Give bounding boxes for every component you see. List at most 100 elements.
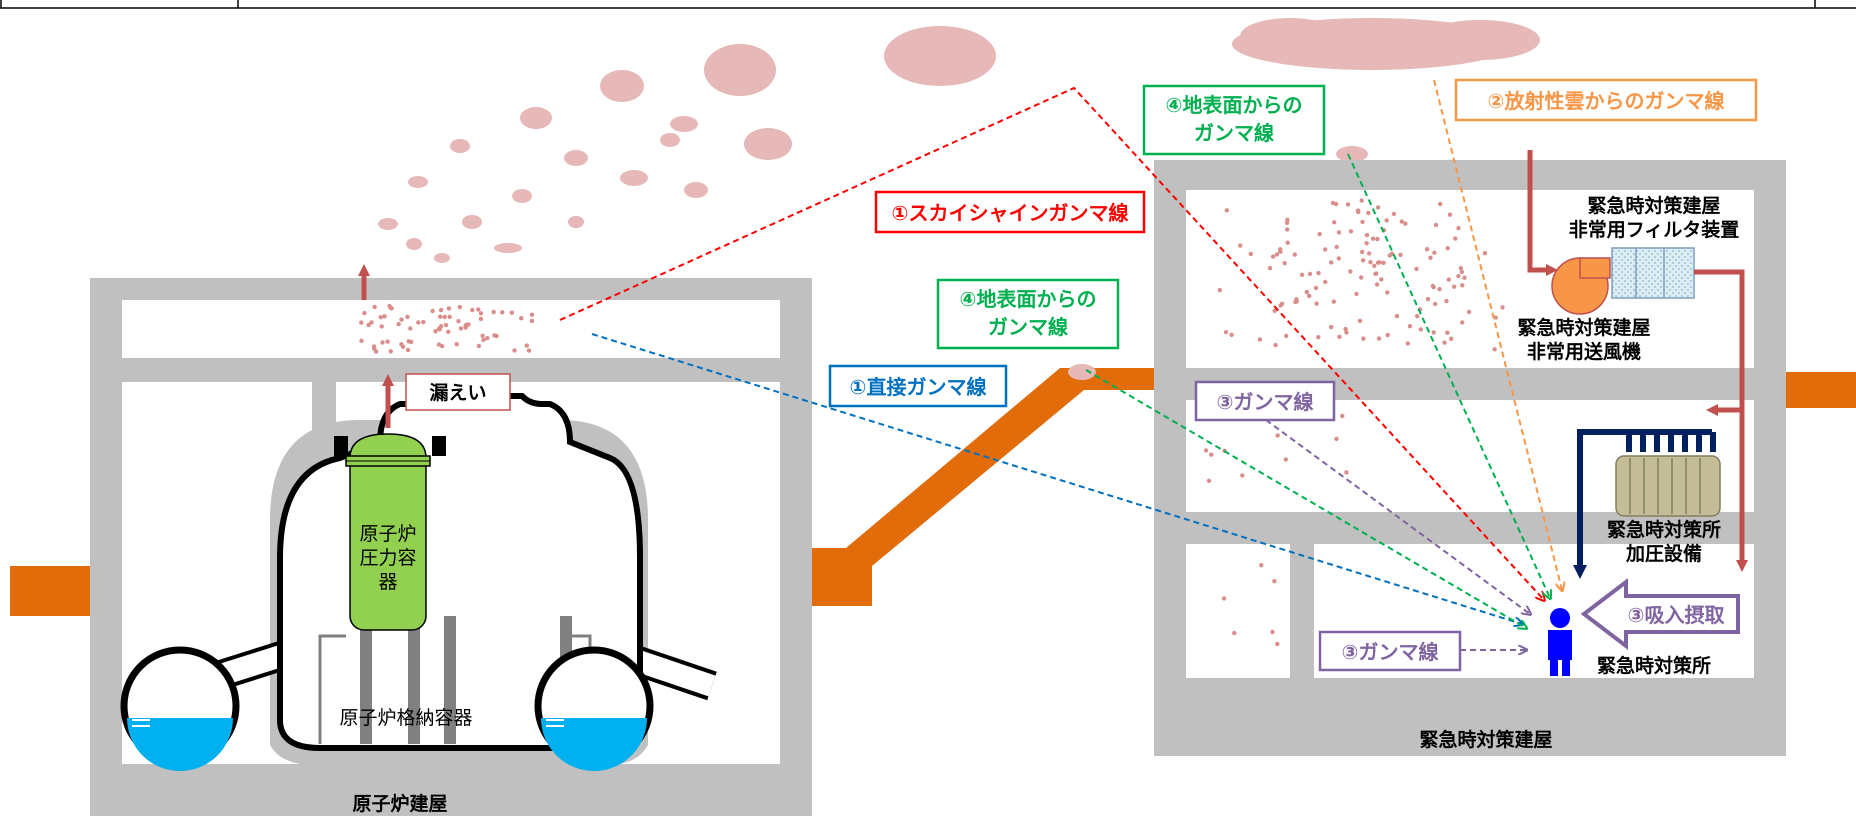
particle-dot [1459, 269, 1465, 275]
reactor-building [90, 278, 812, 816]
fan-label-line-2: 非常用送風機 [1527, 340, 1641, 363]
particle-dot [1340, 413, 1345, 419]
fan-label-line-1: 緊急時対策建屋 [1517, 316, 1650, 339]
particle-dot [1314, 301, 1319, 306]
particle-dot [1492, 347, 1497, 352]
particle-dot [1444, 298, 1449, 304]
particle-dot [485, 335, 490, 341]
particle-dot [481, 337, 486, 343]
particle-dot [1405, 341, 1411, 346]
particle-dot [1316, 335, 1321, 340]
particle-dot [1433, 301, 1438, 307]
particle-dot [1344, 330, 1349, 335]
plume [378, 18, 1540, 380]
particle-dot [1379, 277, 1384, 282]
particle-dot [456, 319, 461, 324]
particle-dot [1348, 269, 1353, 274]
particle-dot [1299, 272, 1305, 277]
cloud-arrow [1433, 79, 1562, 590]
particle-dot [369, 320, 374, 325]
particle-dot [1384, 218, 1389, 223]
particle-dot [1375, 205, 1381, 210]
particle-dot [1385, 332, 1390, 338]
particle-dot [1375, 260, 1381, 265]
particle-dot [1275, 433, 1280, 438]
particle-dot [1360, 249, 1365, 255]
leak-label-box [405, 373, 511, 411]
particle-dot [1372, 263, 1377, 268]
particle-dot [1323, 279, 1328, 285]
particle-dot [439, 343, 445, 349]
particle-dot [1381, 260, 1386, 265]
particle-dot [1442, 340, 1447, 345]
particle-dot [458, 326, 464, 331]
direct-label-box: ①直接ガンマ線 [828, 364, 1008, 408]
skyshine-label: ①スカイシャインガンマ線 [892, 201, 1129, 225]
particle-dot [1446, 277, 1452, 282]
particle-dot [406, 339, 411, 344]
particle-dot [1360, 219, 1365, 225]
particle-dot [1466, 309, 1472, 315]
particle-dot [1283, 457, 1289, 462]
particle-dot [438, 324, 444, 329]
gamma-upper-label: ③ガンマ線 [1217, 390, 1314, 414]
particle-dot [1357, 318, 1363, 324]
particle-dot [1431, 330, 1436, 335]
particle-dot [1418, 327, 1424, 332]
particle-dot [1336, 256, 1342, 261]
particle-dot [405, 347, 411, 353]
particle-dot [433, 329, 438, 334]
particle-dot [1344, 470, 1349, 475]
particle-dot [1445, 246, 1450, 251]
vessel-label-line-1: 原子炉 [359, 523, 416, 545]
particle-dot [1364, 241, 1369, 246]
particle-dot [1456, 226, 1461, 231]
surface-right-label-box: ④地表面からの ガンマ線 [1142, 84, 1326, 156]
particle-dot [529, 318, 535, 324]
particle-dot [421, 319, 426, 325]
pressurizer-icon [1573, 429, 1721, 579]
skyshine-label-box: ①スカイシャインガンマ線 [874, 190, 1146, 234]
particle-dot [1391, 211, 1397, 217]
particle-dot [1323, 247, 1328, 252]
surface-left-arrow [1085, 369, 1526, 628]
direct-arrow [591, 333, 1522, 624]
particle-dot [476, 343, 482, 349]
particle-dot [478, 316, 484, 322]
particle-dot [1407, 324, 1413, 329]
particle-dot [1238, 243, 1243, 248]
particle-dot [1482, 251, 1488, 256]
gamma-upper-arrow [1265, 419, 1530, 614]
particle-dot [1294, 297, 1299, 302]
particle-dot [405, 314, 410, 320]
pressurizer-label-line-1: 緊急時対策所 [1607, 518, 1721, 541]
filter-icon [1611, 247, 1695, 299]
ground [10, 368, 1856, 616]
particle-dot [1272, 308, 1277, 313]
particle-dot [1331, 299, 1337, 304]
particle-dot [442, 314, 447, 320]
particle-dot [1451, 284, 1457, 289]
particle-dot [1285, 217, 1290, 222]
surface-right-arrow [1347, 153, 1550, 598]
particle-dot [457, 304, 462, 310]
particle-dot [362, 310, 367, 316]
vessel-label-line-3: 器 [378, 571, 397, 593]
particle-dot [1284, 333, 1289, 339]
particle-dot [446, 306, 452, 311]
skyshine-arrow [559, 86, 1544, 600]
particle-dot [1398, 252, 1403, 257]
particle-dot [1329, 260, 1334, 265]
particle-dot [1366, 251, 1372, 256]
particle-dot [480, 333, 485, 338]
particle-dot [1248, 251, 1254, 257]
particle-dot [1206, 478, 1212, 483]
particle-dot [1449, 336, 1454, 341]
reactor-building-label: 原子炉建屋 [352, 792, 447, 815]
particle-dot [1334, 244, 1339, 250]
particle-dot [1428, 255, 1433, 260]
room-label: 緊急時対策所 [1597, 654, 1711, 677]
person-icon [1548, 608, 1572, 676]
reactor-vessel-label: 原子炉 圧力容 器 [359, 523, 416, 593]
